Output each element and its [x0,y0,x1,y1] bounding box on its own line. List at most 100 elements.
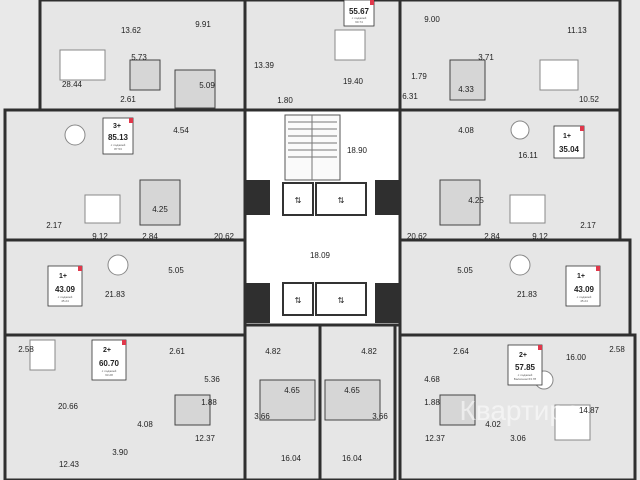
area-label: 16.00 [566,353,587,362]
elevator-icon: ⇅ [338,296,345,305]
area-label: 4.68 [424,375,440,384]
svg-text:85.13: 85.13 [108,133,129,142]
area-label: 4.25 [468,196,484,205]
svg-text:3+: 3+ [113,123,121,130]
bathroom [324,379,381,421]
accent-flag [78,266,82,271]
apartment-top-right[interactable] [398,0,622,112]
area-label: 14.87 [579,406,600,415]
core: ⇅ ⇅ ⇅ ⇅ [243,108,402,327]
svg-text:с лоджией: с лоджией [102,369,117,373]
area-label: 5.05 [168,266,184,275]
area-label: 4.25 [152,205,168,214]
apartment-badge[interactable]: 55.67 с лоджией 60.74 [343,0,375,27]
apartment-1-left[interactable] [3,238,247,337]
area-label: 18.90 [347,146,368,155]
area-label: 16.04 [281,454,302,463]
dining-table-icon [29,339,56,371]
watermark-logo: Квартира [459,395,580,426]
stairs-icon [288,115,337,180]
apartment-badge[interactable]: 2+ 60.70 с лоджией 63.28 [91,339,127,381]
area-label: 2.61 [120,95,136,104]
dining-table-icon [510,120,530,140]
svg-text:60.70: 60.70 [99,359,120,368]
svg-text:35.04: 35.04 [559,145,580,154]
accent-flag [538,345,542,350]
area-labels: 13.62 9.91 9.00 11.13 5.73 13.39 3.71 28… [18,15,625,469]
bathroom [139,179,181,226]
wet-rooms [129,59,486,426]
shaft [245,283,270,323]
area-label: 3.71 [478,53,494,62]
area-label: 4.08 [458,126,474,135]
bathroom [439,179,481,226]
area-label: 3.66 [254,412,270,421]
elevator [282,282,314,316]
elevator [282,182,314,216]
bathroom [449,59,486,101]
area-label: 1.79 [411,72,427,81]
svg-text:43.09: 43.09 [574,285,595,294]
svg-text:2+: 2+ [519,352,527,359]
bed-icon [84,194,121,224]
area-label: 12.37 [425,434,446,443]
accent-flag [370,0,374,5]
bed-icon [509,194,546,224]
area-label: 13.39 [254,61,275,70]
apartment-badges: 55.67 с лоджией 60.74 3+ 85.13 с лоджией… [47,0,601,386]
svg-text:43.09: 43.09 [55,285,76,294]
area-label: 5.36 [204,375,220,384]
area-label: 4.54 [173,126,189,135]
area-label: 20.62 [214,232,235,241]
area-label: 1.88 [424,398,440,407]
area-label: 5.05 [457,266,473,275]
elevator [315,282,367,316]
bathroom [174,394,211,426]
accent-flag [129,118,133,123]
elevator [315,182,367,216]
area-label: 2.58 [18,345,34,354]
dining-table-icon [509,254,531,276]
svg-text:55.67: 55.67 [349,7,370,16]
svg-text:с лоджией: с лоджией [352,16,367,20]
area-label: 9.00 [424,15,440,24]
area-label: 2.58 [609,345,625,354]
shaft [375,283,400,323]
svg-text:45.24: 45.24 [61,299,69,303]
svg-text:2+: 2+ [103,347,111,354]
bathroom [439,394,476,426]
apartment-badge[interactable]: 1+ 35.04 [553,125,585,159]
area-label: 21.83 [517,290,538,299]
apartment-badge[interactable]: 3+ 85.13 с лоджией 87.53 [102,117,134,155]
accent-flag [122,340,126,345]
area-label: 4.65 [284,386,300,395]
area-label: 3.66 [372,412,388,421]
svg-text:Балконом 63.78: Балконом 63.78 [514,377,536,381]
svg-text:1+: 1+ [577,273,585,280]
area-label: 2.84 [484,232,500,241]
svg-text:с лоджией: с лоджией [518,373,533,377]
svg-text:57.85: 57.85 [515,363,536,372]
area-label: 20.62 [407,232,428,241]
svg-text:1+: 1+ [59,273,67,280]
area-label: 5.09 [199,81,215,90]
area-label: 20.66 [58,402,79,411]
bathroom [129,59,161,91]
area-label: 16.11 [518,151,538,160]
shaft [245,180,270,215]
svg-text:1+: 1+ [563,133,571,140]
area-label: 21.83 [105,290,126,299]
area-label: 18.09 [310,251,331,260]
apartment-badge[interactable]: 1+ 43.09 с лоджией 45.24 [565,265,601,307]
apartment-badge[interactable]: 2+ 57.85 с лоджией Балконом 63.78 [507,344,543,386]
apartment-badge[interactable]: 1+ 43.09 с лоджией 45.24 [47,265,83,307]
bed-icon [554,404,591,441]
area-label: 4.82 [361,347,377,356]
area-label: 4.82 [265,347,281,356]
sofa-icon [59,49,106,81]
area-label: 2.61 [169,347,185,356]
area-label: 2.17 [46,221,62,230]
area-label: 9.91 [195,20,211,29]
area-label: 28.44 [62,80,83,89]
